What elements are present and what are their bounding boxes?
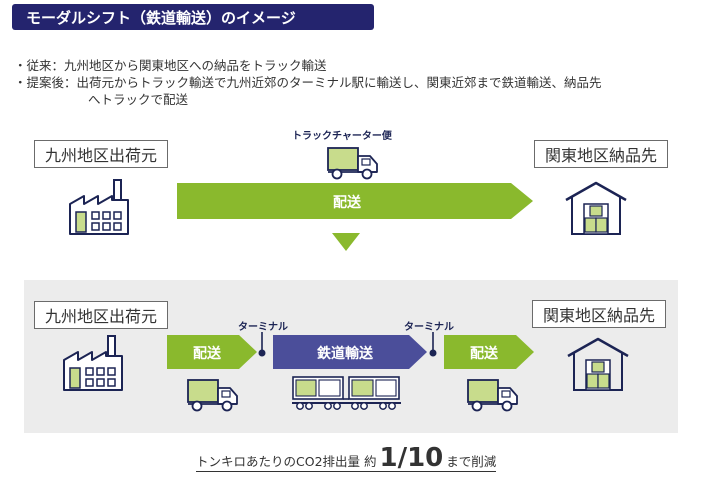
warehouse-icon <box>565 181 627 235</box>
warehouse-icon <box>567 337 629 391</box>
before-origin-box: 九州地区出荷元 <box>34 140 168 168</box>
delivery-arrow-1-label: 配送 <box>193 346 221 362</box>
after-origin-box: 九州地区出荷元 <box>34 301 168 329</box>
page-title: モーダルシフト（鉄道輸送）のイメージ <box>12 4 374 30</box>
terminal-1-label: ターミナル <box>238 322 288 333</box>
delivery-arrow-2 <box>444 335 534 369</box>
factory-icon <box>63 335 123 391</box>
down-triangle <box>332 233 360 251</box>
co2-ratio: 1/10 <box>379 443 444 473</box>
co2-prefix: トンキロあたりのCO2排出量 約 <box>196 454 377 469</box>
truck-icon <box>327 147 378 180</box>
rail-arrow <box>273 335 427 369</box>
delivery-arrow-2-label: 配送 <box>470 346 498 362</box>
description-line-1: ・従来：九州地区から関東地区への納品をトラック輸送 <box>14 58 327 73</box>
rail-arrow-label: 鉄道輸送 <box>317 346 373 362</box>
before-destination-box: 関東地区納品先 <box>534 140 668 168</box>
factory-icon <box>69 179 129 235</box>
truck-icon <box>467 379 518 412</box>
truck-charter-label: トラックチャーター便 <box>292 131 392 142</box>
delivery-arrow-label: 配送 <box>333 195 361 211</box>
delivery-arrow <box>177 183 533 219</box>
co2-reduction-note: トンキロあたりのCO2排出量 約 1/10 まで削減 <box>196 443 497 473</box>
terminal-2-pin <box>429 332 437 357</box>
terminal-2-label: ターミナル <box>404 322 454 333</box>
co2-suffix: まで削減 <box>446 454 497 469</box>
freight-train-icon <box>292 376 401 410</box>
truck-icon <box>187 379 238 412</box>
description-line-3: へトラックで配送 <box>88 92 189 107</box>
terminal-1-pin <box>258 332 266 357</box>
delivery-arrow-1 <box>167 335 257 369</box>
after-destination-box: 関東地区納品先 <box>532 300 666 328</box>
description-line-2: ・提案後：出荷元からトラック輸送で九州近郊のターミナル駅に輸送し、関東近郊まで鉄… <box>14 75 602 90</box>
